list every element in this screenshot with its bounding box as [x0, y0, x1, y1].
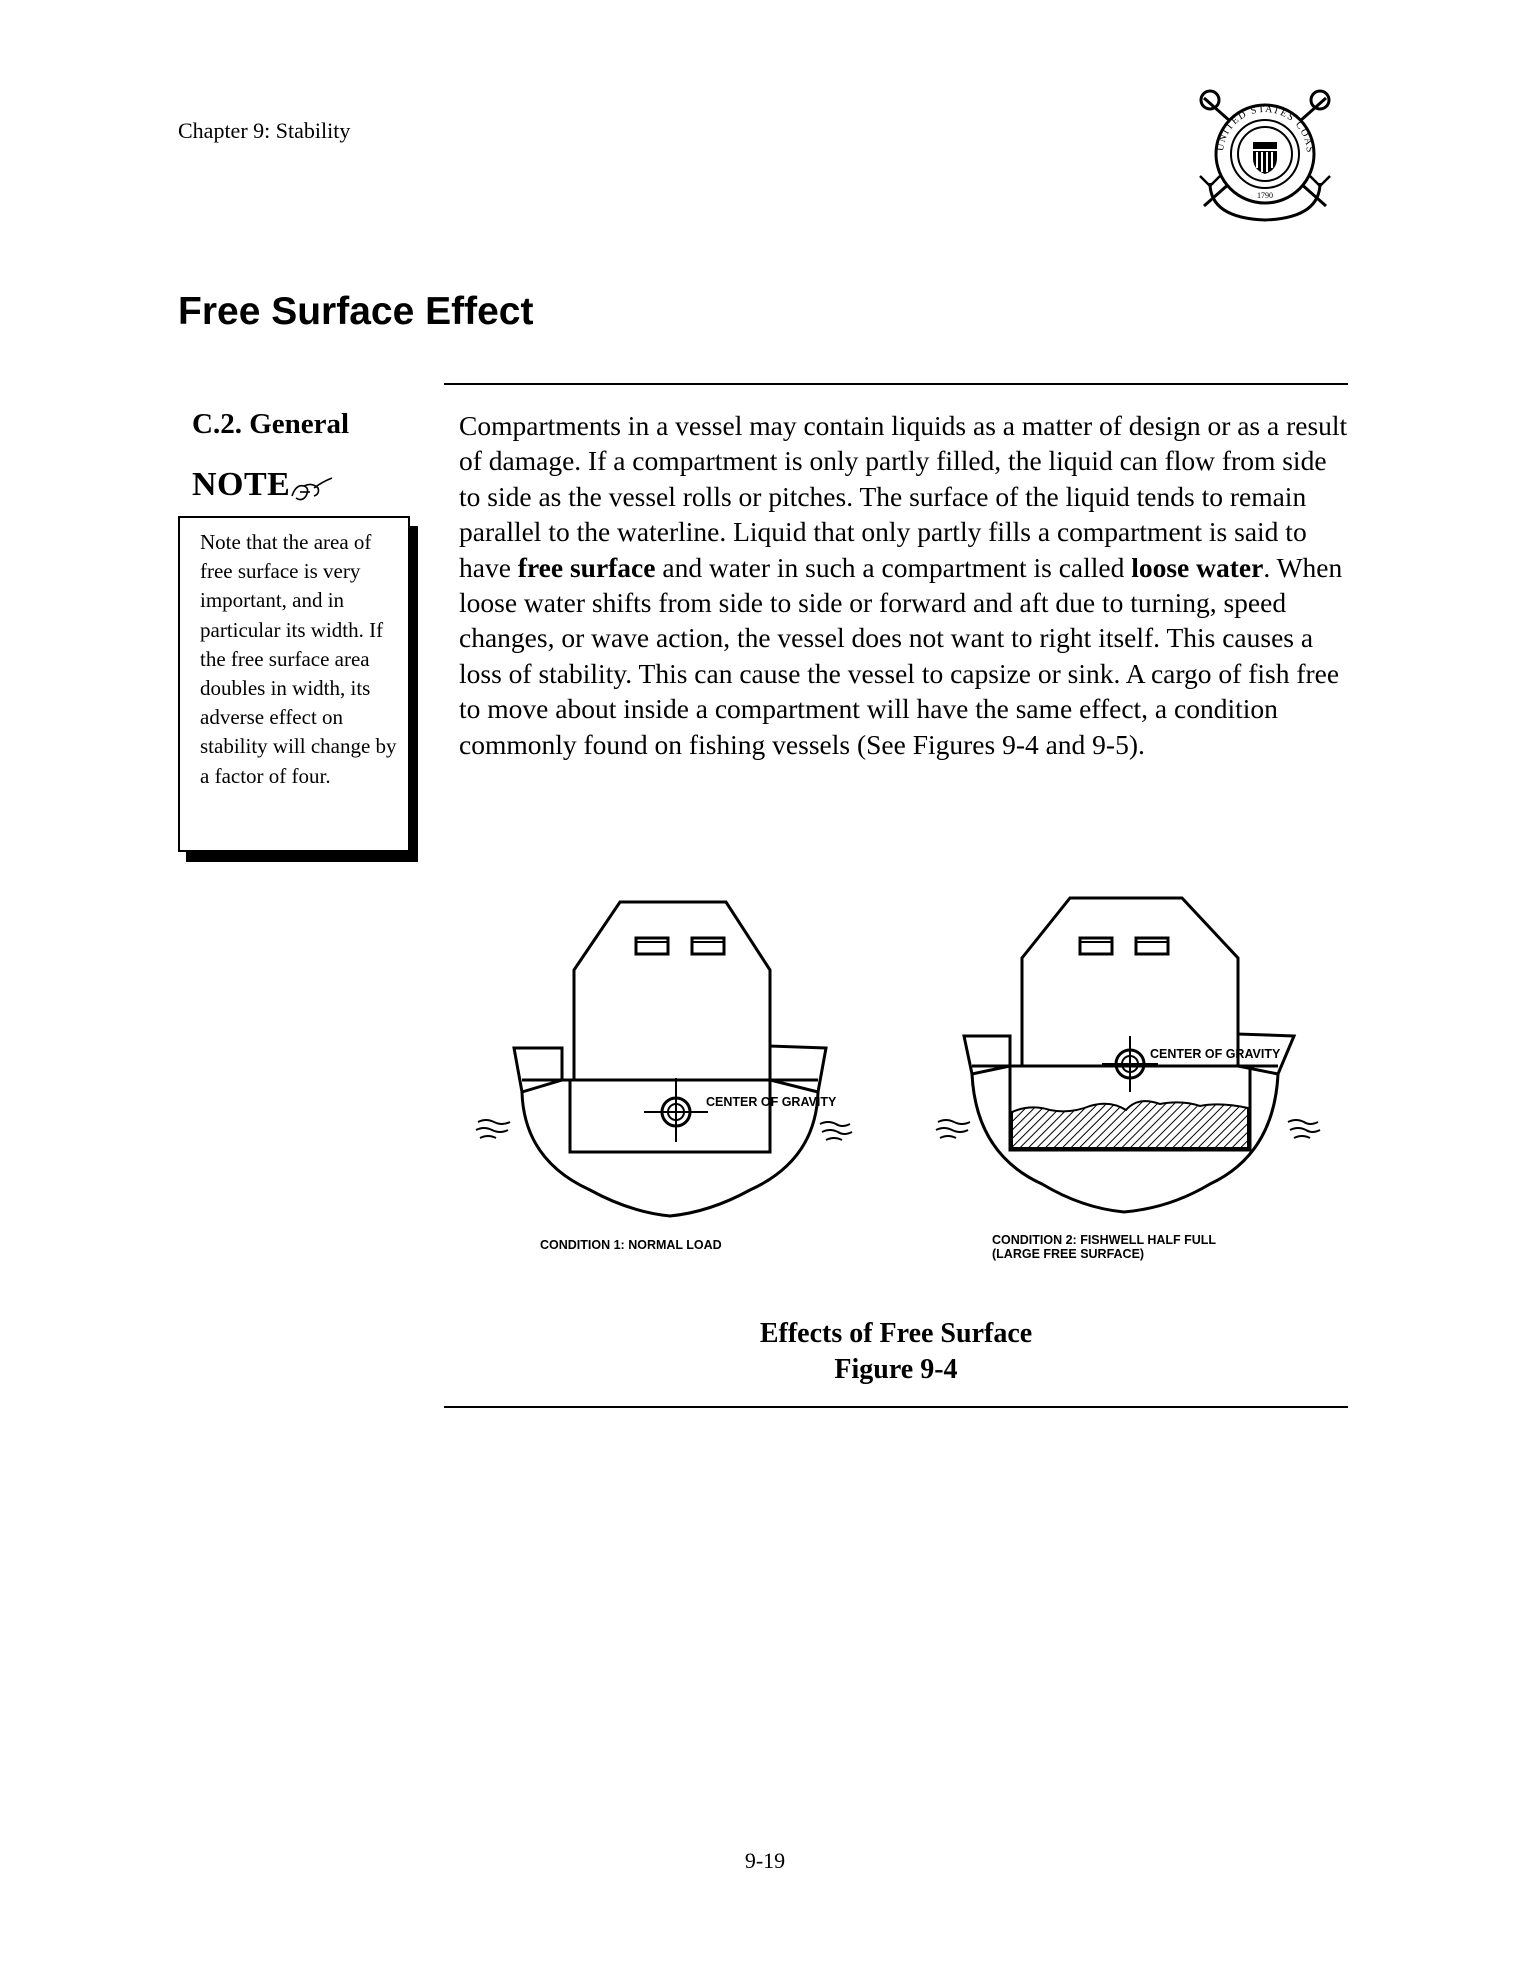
fishwell-liquid-free-surface	[1011, 1100, 1249, 1149]
cg-label-right: CENTER OF GRAVITY	[1150, 1047, 1281, 1061]
seal-year: 1790	[1257, 191, 1273, 200]
hull-right	[970, 1073, 1280, 1214]
term-loose-water: loose water	[1131, 551, 1264, 583]
chapter-header: Chapter 9: Stability	[178, 118, 351, 143]
cabin-left	[572, 900, 772, 1080]
term-free-surface: free surface	[517, 551, 656, 583]
cg-label-left: CENTER OF GRAVITY	[706, 1095, 837, 1109]
condition-label-right-line1: CONDITION 2: FISHWELL HALF FULL	[992, 1233, 1216, 1247]
vessel-normal-load	[512, 900, 828, 1218]
body-text-part-2: and water in such a compartment is calle…	[655, 551, 1132, 583]
condition-label-left: CONDITION 1: NORMAL LOAD	[540, 1238, 722, 1252]
section-divider-top	[444, 383, 1348, 385]
vessel-fishwell-half-full	[962, 896, 1297, 1214]
coast-guard-seal-icon: UNITED STATES COAST GUARD 1790	[1190, 88, 1331, 222]
figure-caption: Effects of Free Surface Figure 9-4	[444, 1316, 1348, 1388]
page-number: 9-19	[744, 1848, 786, 1873]
waves-right	[935, 1119, 1321, 1139]
hull-left	[520, 1091, 820, 1218]
free-surface-figure: CENTER OF GRAVITY CONDITION 1: NORMAL LO…	[475, 896, 1321, 1261]
page-title: Free Surface Effect	[178, 290, 534, 333]
cabin-right	[1020, 896, 1240, 1066]
figure-caption-title: Effects of Free Surface	[759, 1318, 1033, 1349]
note-text: Note that the area of free surface is ve…	[200, 530, 397, 788]
body-text-part-1: Compartments in a vessel may contain liq…	[459, 410, 1348, 583]
note-box	[178, 516, 410, 852]
waves-left	[475, 1119, 853, 1141]
section-divider-bottom	[444, 1406, 1348, 1408]
section-label: C.2. General	[192, 408, 350, 440]
figure-caption-number: Figure 9-4	[834, 1354, 958, 1385]
body-paragraph: Compartments in a vessel may contain liq…	[459, 408, 1349, 762]
writing-hand-icon	[291, 477, 333, 501]
body-text-part-3: . When loose water shifts from side to s…	[459, 551, 1343, 760]
note-heading: NOTE	[192, 466, 291, 503]
condition-label-right-line2: (LARGE FREE SURFACE)	[992, 1247, 1144, 1261]
